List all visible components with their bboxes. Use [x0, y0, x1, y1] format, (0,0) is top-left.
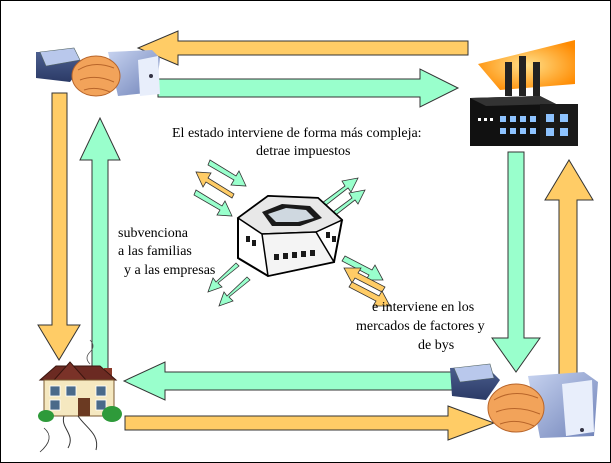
markets-text-line1: e interviene en los: [372, 300, 475, 315]
arrow-right-orange: [544, 159, 594, 386]
subsidy-text-line2: a las familias: [118, 244, 192, 259]
handshake-icon: [450, 363, 598, 438]
handshake-icon: [36, 47, 160, 97]
subsidy-text-line3: y a las empresas: [124, 263, 216, 278]
arrow-right-green: [491, 151, 541, 373]
arrow-top-orange: [136, 30, 469, 66]
arrows-gov-bottom-left: [207, 262, 251, 307]
arrow-bottom-orange: [124, 405, 496, 441]
state-text-line2: detrae impuestos: [256, 144, 351, 159]
arrows-gov-top-left: [193, 159, 247, 217]
arrow-left-orange: [37, 92, 81, 361]
arrow-bottom-green: [122, 361, 456, 401]
subsidy-text-line1: subvenciona: [118, 226, 188, 241]
state-text-line1: El estado interviene de forma más comple…: [172, 126, 422, 141]
arrow-left-green: [79, 116, 121, 381]
arrow-top-green: [157, 68, 460, 108]
markets-text-line3: de bys: [418, 338, 455, 353]
house-icon: [38, 339, 122, 453]
factory-icon: [470, 40, 578, 146]
arrows-gov-bottom-right: [341, 255, 391, 307]
government-building-icon: [236, 194, 344, 278]
markets-text-line2: mercados de factores y: [356, 319, 485, 334]
